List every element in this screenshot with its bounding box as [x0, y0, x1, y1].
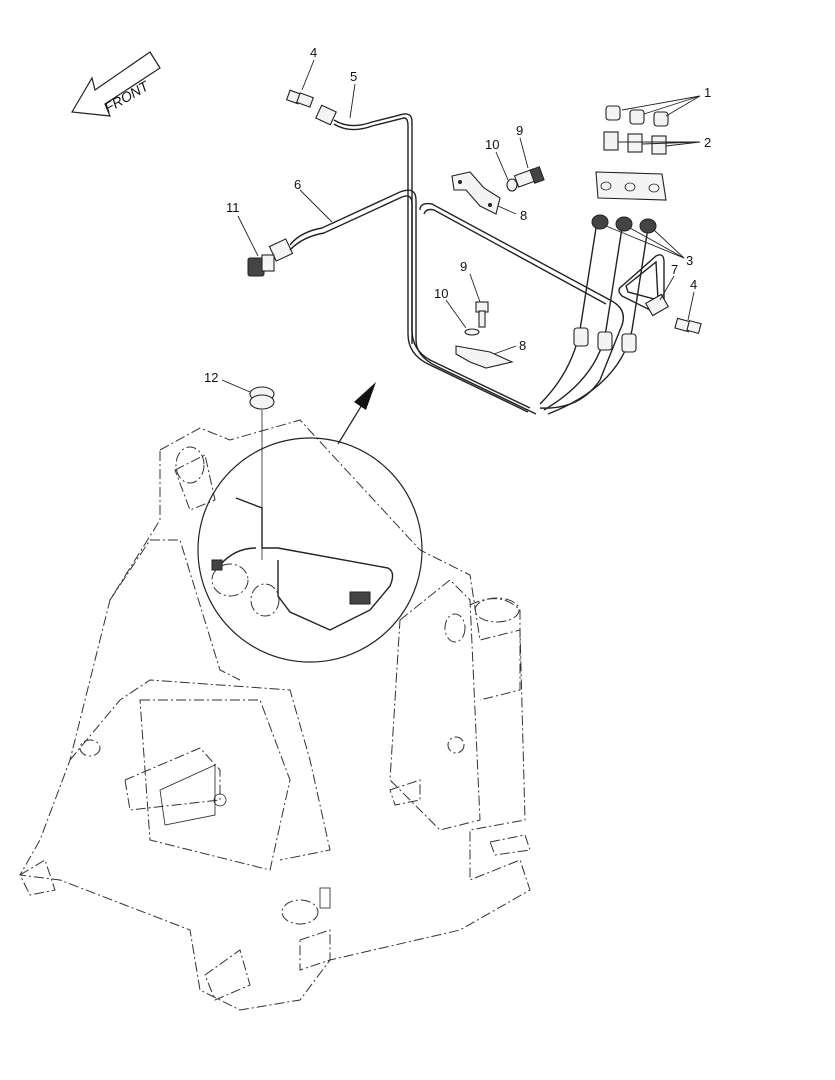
washer-part-10-upper	[506, 178, 518, 192]
callout-4-top-left: 4	[310, 45, 317, 60]
washer-part-10-lower	[464, 328, 480, 336]
adapter-part-4-left	[285, 89, 314, 108]
callout-labels: 1 2 3 4 4 5 6 7 8 8 9 9 10 10 11 12	[204, 45, 711, 385]
loader-frame	[19, 419, 531, 1011]
callout-9-upper: 9	[516, 123, 523, 138]
callout-7: 7	[671, 262, 678, 277]
callout-10-lower: 10	[434, 286, 448, 301]
fitting-part-2-set	[603, 131, 667, 155]
bracket-part-8-lower	[455, 345, 514, 369]
callout-4-right: 4	[690, 277, 697, 292]
callout-11: 11	[226, 200, 240, 215]
fitting-part-1-set	[605, 105, 669, 127]
callout-10-upper: 10	[485, 137, 499, 152]
callout-1: 1	[704, 85, 711, 100]
callout-9-lower: 9	[460, 259, 467, 274]
front-arrow: FRONT	[71, 51, 161, 117]
detail-arrow	[337, 382, 376, 445]
callout-5: 5	[350, 69, 357, 84]
bolt-part-9-lower	[475, 301, 489, 328]
callout-2: 2	[704, 135, 711, 150]
tube-part-7	[618, 254, 670, 317]
tube-part-6	[268, 189, 537, 415]
grommet-part-12	[249, 386, 275, 560]
bolt-part-9-upper	[513, 166, 545, 188]
hydraulic-lines-group	[247, 89, 702, 560]
callout-3: 3	[686, 253, 693, 268]
adapter-part-4-right	[674, 317, 702, 335]
nut-part-3-set	[591, 214, 657, 234]
leader-lines	[221, 59, 701, 393]
bracket-part-8-upper	[451, 171, 501, 215]
front-label: FRONT	[101, 77, 152, 116]
callout-12: 12	[204, 370, 218, 385]
tube-bundle-right	[419, 202, 649, 415]
callout-8-lower: 8	[519, 338, 526, 353]
manifold-block	[595, 171, 667, 201]
detail-circle	[197, 437, 423, 663]
callout-6: 6	[294, 177, 301, 192]
callout-8-upper: 8	[520, 208, 527, 223]
pressure-switch-part-11	[247, 254, 275, 277]
